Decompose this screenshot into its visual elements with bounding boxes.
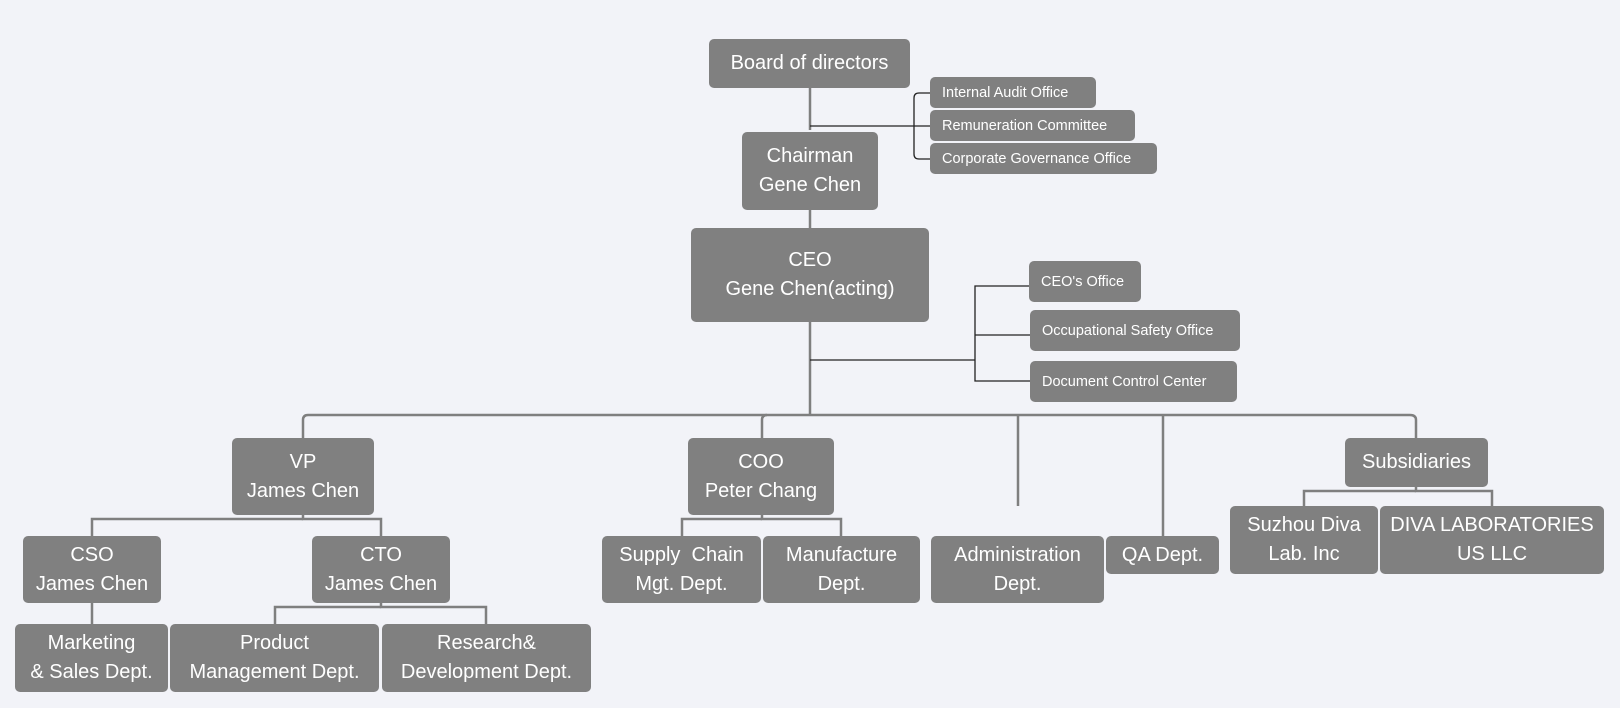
diva-us-line-2: US LLC bbox=[1456, 543, 1528, 565]
product-management-dept-box: Product Management Dept. bbox=[170, 624, 379, 692]
cto-title: CTO bbox=[360, 543, 402, 566]
diva-laboratories-us-box: DIVA LABORATORIES US LLC bbox=[1380, 506, 1604, 574]
manufacture-line-1: Manufacture bbox=[785, 543, 898, 566]
administration-line-1: Administration bbox=[954, 543, 1081, 566]
marketing-line-1: Marketing bbox=[47, 632, 136, 654]
chairman-box: Chairman Gene Chen bbox=[742, 132, 878, 210]
ceo-name: Gene Chen(acting) bbox=[725, 278, 895, 300]
cso-name: James Chen bbox=[35, 572, 149, 595]
internal-audit-office-label: Internal Audit Office bbox=[942, 84, 1069, 101]
coo-box: COO Peter Chang bbox=[688, 438, 834, 515]
qa-label: QA Dept. bbox=[1121, 543, 1204, 566]
diva-us-line-1: DIVA LABORATORIES bbox=[1390, 514, 1594, 536]
subsidiaries-label: Subsidiaries bbox=[1362, 451, 1471, 473]
supply-chain-mgt-dept-box: Supply Chain Mgt. Dept. bbox=[602, 536, 761, 603]
suzhou-line-2: Lab. Inc bbox=[1268, 543, 1340, 565]
ceo-box: CEO Gene Chen(acting) bbox=[691, 228, 929, 322]
ceos-office-label: CEO's Office bbox=[1041, 273, 1125, 290]
supply-chain-line-2: Mgt. Dept. bbox=[635, 572, 728, 595]
marketing-line-2: & Sales Dept. bbox=[30, 661, 153, 683]
administration-line-2: Dept. bbox=[993, 572, 1042, 595]
corporate-governance-office-label: Corporate Governance Office bbox=[942, 150, 1132, 167]
research-line-1: Research& bbox=[437, 632, 536, 654]
vp-name: James Chen bbox=[246, 479, 360, 502]
supply-chain-line-1: Supply Chain bbox=[619, 543, 744, 566]
product-line-1: Product bbox=[240, 632, 309, 654]
remuneration-committee-label: Remuneration Committee bbox=[942, 117, 1108, 134]
board-label: Board of directors bbox=[730, 52, 889, 74]
manufacture-line-2: Dept. bbox=[817, 572, 866, 595]
ceos-office-box: CEO's Office bbox=[1029, 261, 1141, 302]
suzhou-diva-lab-box: Suzhou Diva Lab. Inc bbox=[1230, 506, 1378, 574]
cso-box: CSO James Chen bbox=[23, 536, 161, 603]
research-development-dept-box: Research& Development Dept. bbox=[382, 624, 591, 692]
coo-title: COO bbox=[738, 450, 784, 473]
qa-dept-box: QA Dept. bbox=[1106, 536, 1219, 574]
occupational-safety-office-box: Occupational Safety Office bbox=[1030, 310, 1240, 351]
suzhou-line-1: Suzhou Diva bbox=[1247, 514, 1361, 536]
remuneration-committee-box: Remuneration Committee bbox=[930, 110, 1135, 141]
marketing-sales-dept-box: Marketing & Sales Dept. bbox=[15, 624, 168, 692]
occupational-safety-office-label: Occupational Safety Office bbox=[1042, 322, 1214, 339]
cto-name: James Chen bbox=[324, 572, 438, 595]
cto-box: CTO James Chen bbox=[312, 536, 450, 603]
document-control-center-label: Document Control Center bbox=[1042, 373, 1207, 390]
product-line-2: Management Dept. bbox=[189, 661, 360, 683]
document-control-center-box: Document Control Center bbox=[1030, 361, 1237, 402]
vp-box: VP James Chen bbox=[232, 438, 374, 515]
cso-title: CSO bbox=[70, 543, 114, 566]
manufacture-dept-box: Manufacture Dept. bbox=[763, 536, 920, 603]
internal-audit-office-box: Internal Audit Office bbox=[930, 77, 1096, 108]
ceo-title: CEO bbox=[788, 249, 832, 271]
research-line-2: Development Dept. bbox=[400, 661, 573, 683]
chairman-title: Chairman bbox=[766, 145, 854, 167]
corporate-governance-office-box: Corporate Governance Office bbox=[930, 143, 1157, 174]
administration-dept-box: Administration Dept. bbox=[931, 536, 1104, 603]
vp-title: VP bbox=[289, 450, 317, 473]
chairman-name: Gene Chen bbox=[758, 174, 862, 196]
coo-name: Peter Chang bbox=[704, 479, 818, 502]
board-of-directors-box: Board of directors bbox=[709, 39, 910, 88]
subsidiaries-box: Subsidiaries bbox=[1345, 438, 1488, 487]
